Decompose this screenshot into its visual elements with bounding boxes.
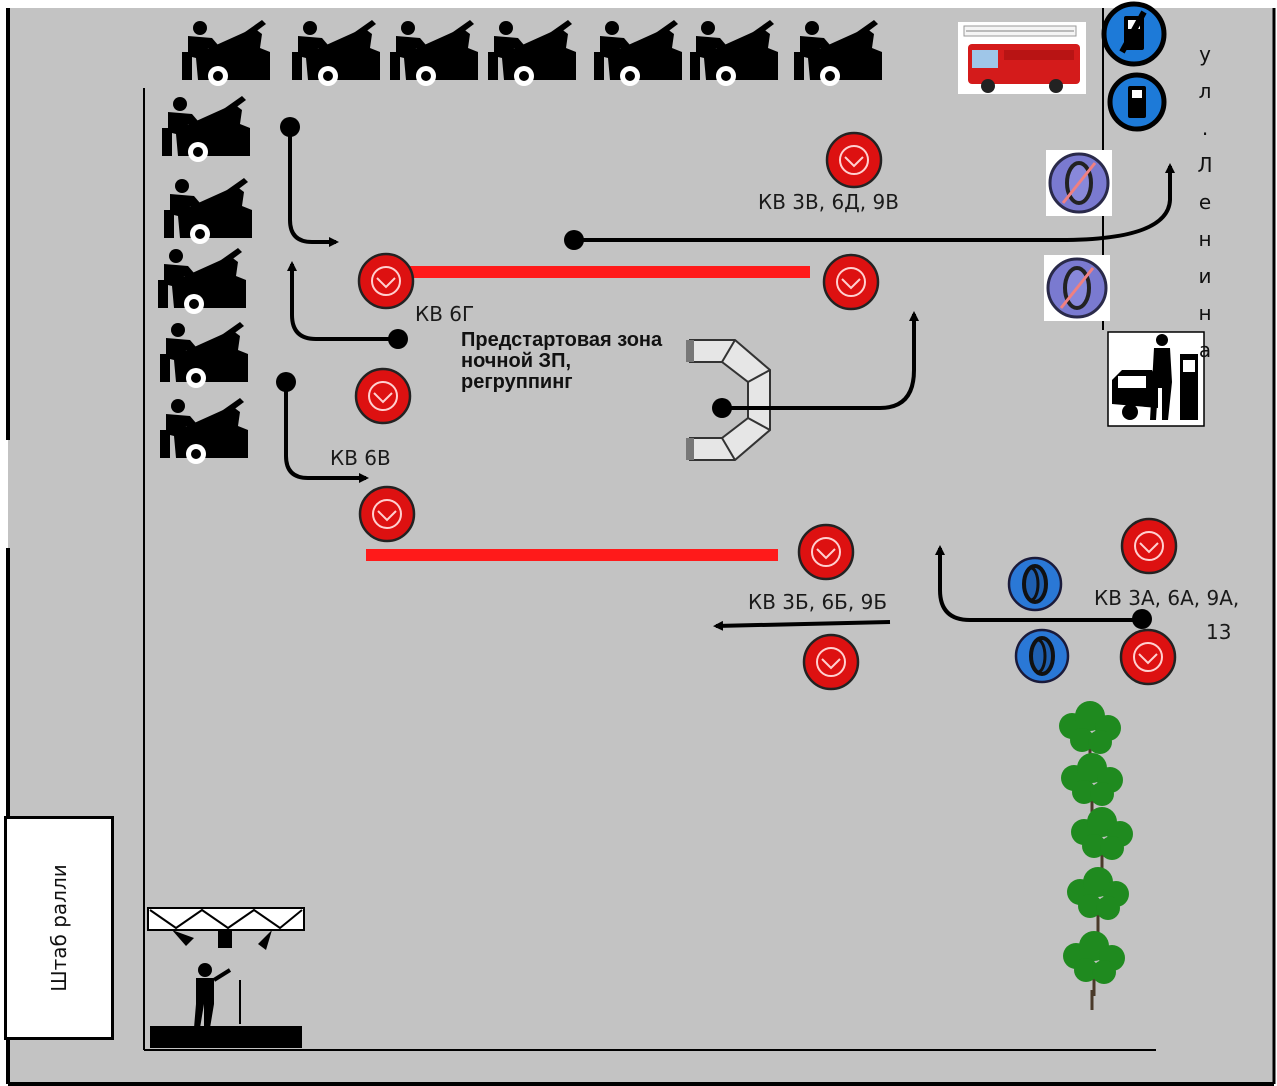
street-letter: и xyxy=(1198,264,1212,288)
tyre-icon xyxy=(1004,553,1066,615)
tyre-icon xyxy=(1011,625,1073,687)
street-letter: а xyxy=(1198,338,1212,362)
street-letter: у xyxy=(1199,42,1211,66)
time-control-icon xyxy=(1120,517,1178,575)
street-letter: . xyxy=(1201,116,1209,140)
street-letter: н xyxy=(1198,227,1212,251)
fuel-pump-icon xyxy=(1101,1,1167,67)
zone-line-1: Предстартовая зона xyxy=(461,329,663,351)
fire-truck-icon xyxy=(958,22,1086,94)
rally-hq-box: Штаб ралли xyxy=(4,816,114,1040)
refuelling-icon xyxy=(1107,331,1205,427)
control-label-3a: КВ 3А, 6А, 9А, xyxy=(1094,586,1240,610)
tyre-icon xyxy=(1042,253,1112,323)
time-control-icon xyxy=(354,367,412,425)
street-letter: н xyxy=(1198,301,1212,325)
time-control-icon xyxy=(358,485,416,543)
flow-arrows xyxy=(284,128,1175,631)
control-label-6v: КВ 6В xyxy=(330,446,391,470)
zone-line-2: ночной ЗП, xyxy=(461,350,572,372)
time-control-icon xyxy=(825,131,883,189)
tyre-icon xyxy=(1044,148,1114,218)
regroup-zone-shape xyxy=(686,339,771,461)
time-control-icon xyxy=(802,633,860,691)
control-label-6g: КВ 6Г xyxy=(415,302,475,326)
control-label-3a-cont: 13 xyxy=(1206,620,1232,644)
fuel-pump-icon xyxy=(1107,72,1167,132)
time-control-icon xyxy=(1119,628,1177,686)
time-control-icon xyxy=(797,523,855,581)
street-letter: л xyxy=(1198,79,1212,103)
time-control-icon xyxy=(357,252,415,310)
street-letter: е xyxy=(1198,190,1212,214)
rally-hq-label: Штаб ралли xyxy=(47,864,71,992)
time-control-icon xyxy=(822,253,880,311)
zone-line-3: регруппинг xyxy=(461,371,573,393)
control-label-3b: КВ 3Б, 6Б, 9Б xyxy=(748,590,888,614)
street-letter: Л xyxy=(1197,153,1213,177)
regroup-zone-label: Предстартовая зона ночной ЗП, регруппинг xyxy=(461,330,662,393)
podium-icon xyxy=(147,907,305,1048)
flow-arrow-origins xyxy=(276,117,1152,629)
control-label-3v: КВ 3В, 6Д, 9В xyxy=(758,190,899,214)
